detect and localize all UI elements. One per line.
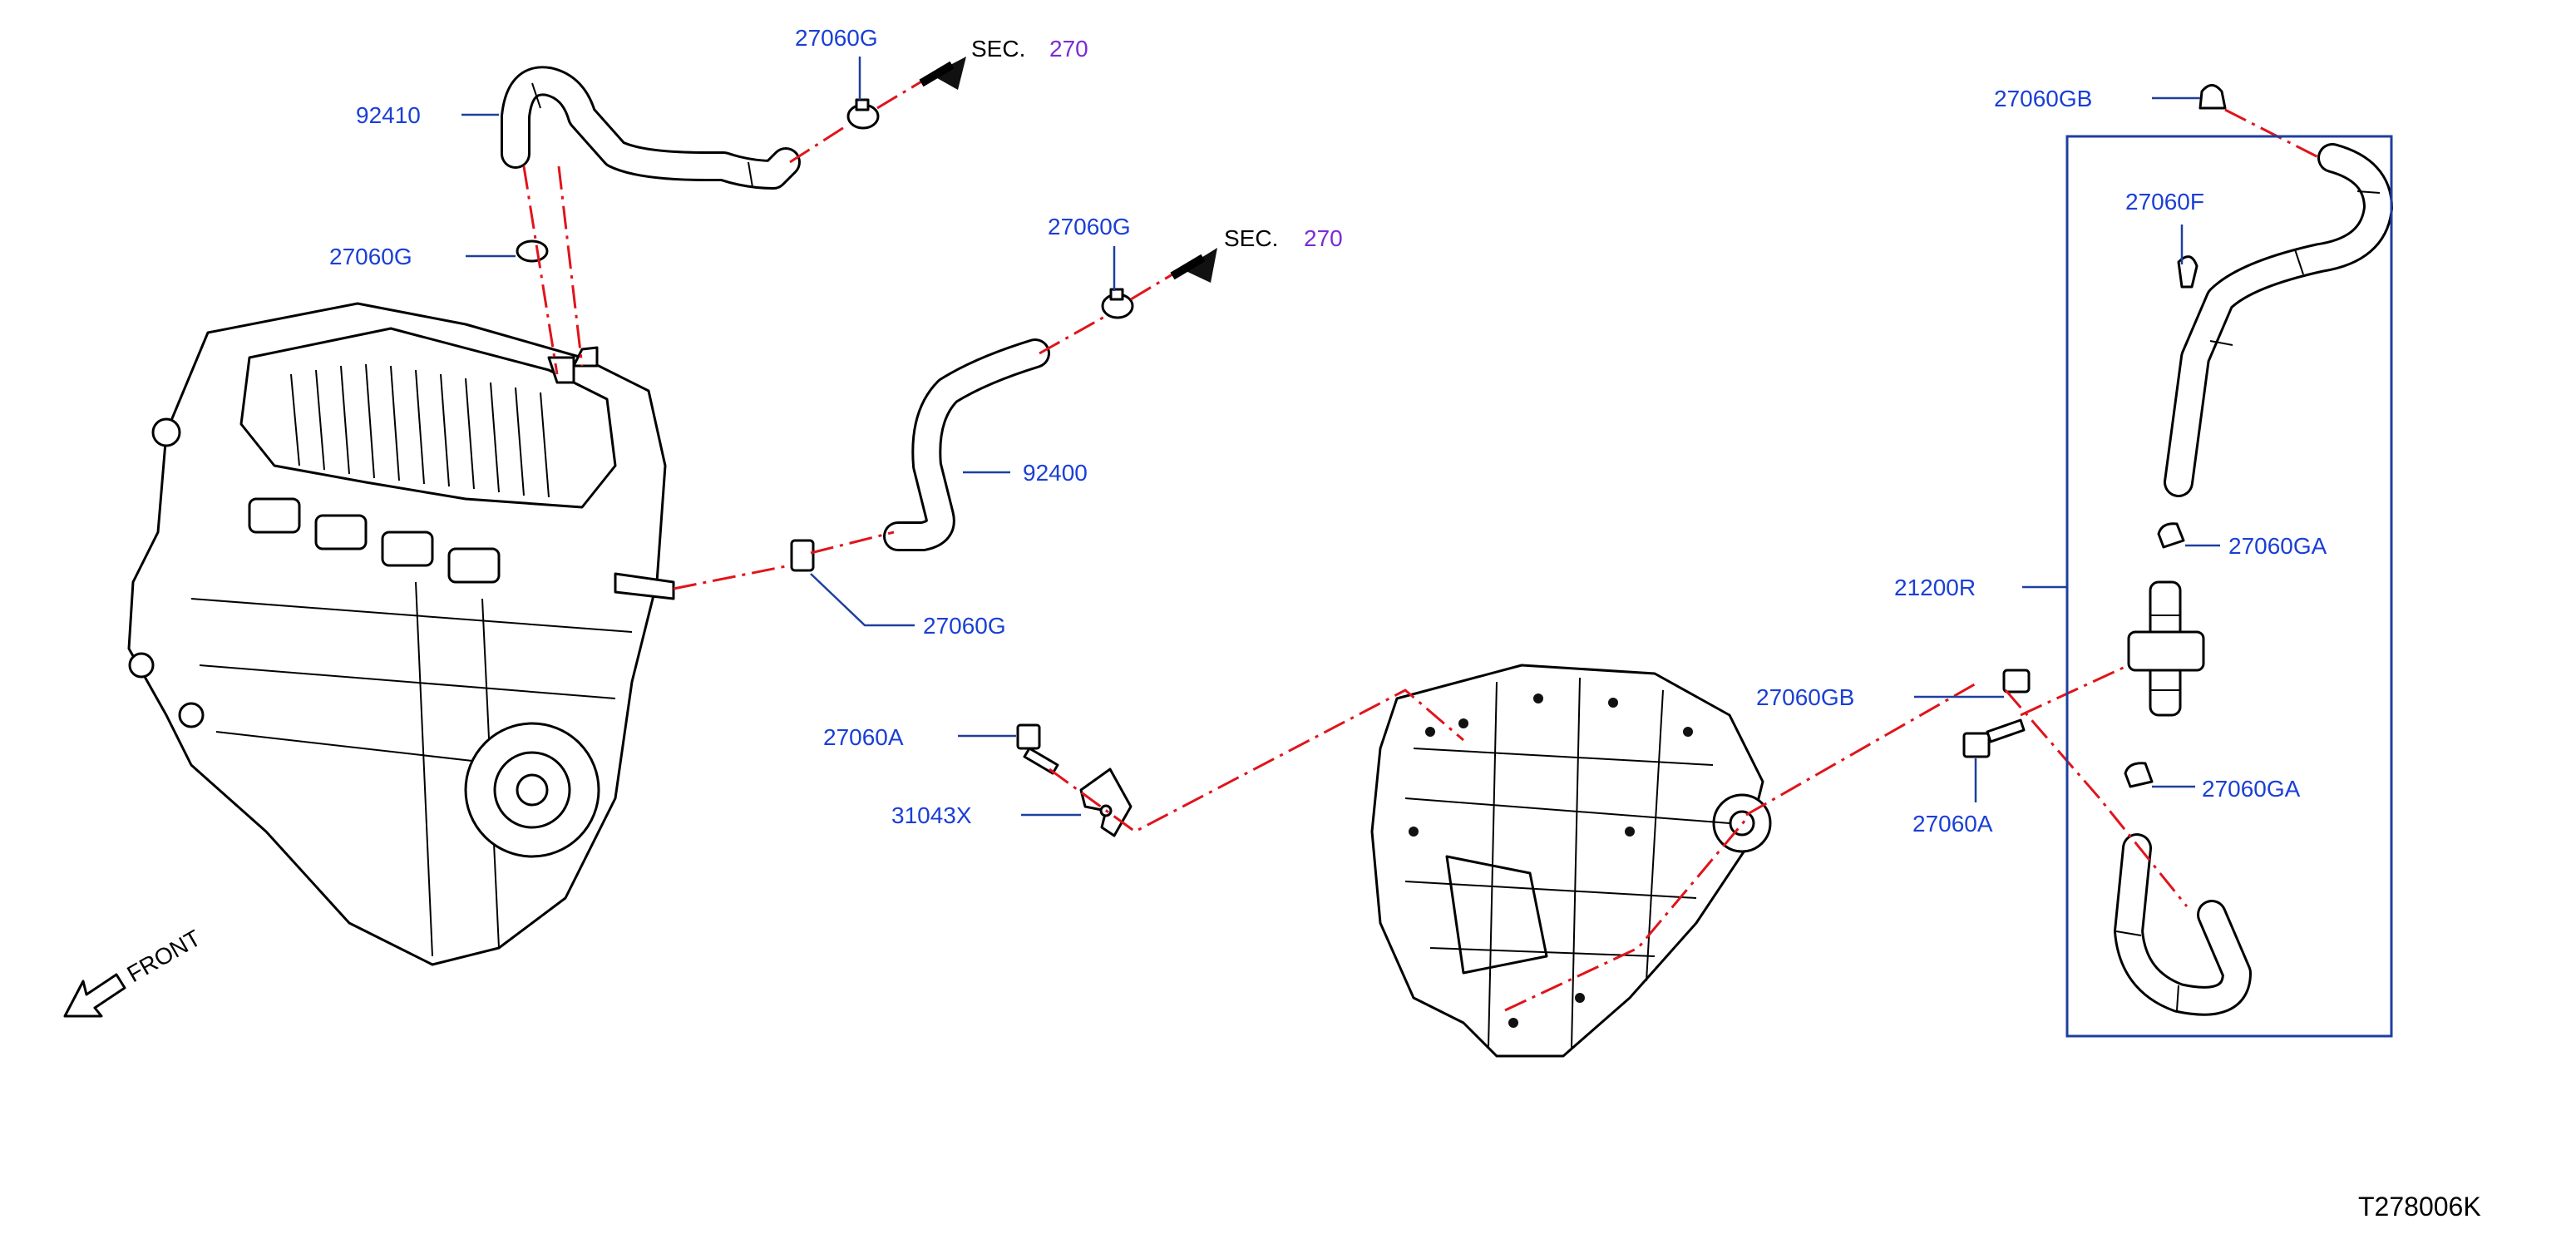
sec-label: SEC. <box>1224 225 1278 251</box>
hose-lower-right[interactable] <box>2114 833 2252 1016</box>
bolt[interactable] <box>1962 718 2026 758</box>
hose-clamp[interactable] <box>2157 522 2185 549</box>
callout-31043X[interactable]: 31043X <box>891 802 972 828</box>
callout-27060G-left[interactable]: 27060G <box>329 244 412 269</box>
callout-92400[interactable]: 92400 <box>1023 460 1088 486</box>
hose-clamp[interactable] <box>846 98 880 130</box>
hose-92400[interactable] <box>883 338 1050 551</box>
bracket[interactable] <box>1079 768 1133 837</box>
callout-21200R[interactable]: 21200R <box>1894 575 1976 600</box>
callout-92410[interactable]: 92410 <box>356 102 421 128</box>
drawing-reference: T278006K <box>2358 1192 2481 1222</box>
callout-27060G-low[interactable]: 27060G <box>923 613 1006 639</box>
bolt[interactable] <box>1016 723 1059 775</box>
callout-27060A-right[interactable]: 27060A <box>1912 811 1993 837</box>
arrow-icon <box>1170 248 1217 283</box>
connection-lines <box>522 69 2321 1012</box>
callout-27060F[interactable]: 27060F <box>2125 189 2204 215</box>
hose-upper-right[interactable] <box>2164 143 2393 497</box>
assembly-frame <box>2065 135 2393 1038</box>
callout-27060GB-top[interactable]: 27060GB <box>1994 86 2092 111</box>
sec-label: SEC. <box>971 36 1025 62</box>
hose-clamp[interactable] <box>516 239 549 263</box>
hose-clamp[interactable] <box>2124 762 2154 788</box>
callout-27060GA-lower[interactable]: 27060GA <box>2202 776 2301 802</box>
sec-number-link[interactable]: 270 <box>1049 36 1088 62</box>
engine-assembly[interactable] <box>127 302 675 966</box>
callout-27060G-top[interactable]: 27060G <box>795 25 878 51</box>
sec-number-link[interactable]: 270 <box>1304 225 1343 251</box>
hose-clamp[interactable] <box>2198 84 2227 110</box>
hose-92410[interactable] <box>501 66 801 190</box>
hose-clamp[interactable] <box>1101 288 1134 319</box>
oil-cooler-connector[interactable] <box>2127 580 2205 717</box>
callout-27060G-mid[interactable]: 27060G <box>1048 214 1131 239</box>
front-label: FRONT <box>123 925 205 987</box>
front-arrow-icon <box>63 973 126 1018</box>
callout-27060A-left[interactable]: 27060A <box>823 724 904 750</box>
hose-clamp[interactable] <box>790 539 815 572</box>
leader-lines <box>461 57 2220 817</box>
arrow-icon <box>919 57 966 90</box>
callout-27060GB-mid[interactable]: 27060GB <box>1756 684 1854 710</box>
callout-27060GA-upper[interactable]: 27060GA <box>2228 533 2327 559</box>
hose-clamp[interactable] <box>2002 669 2031 694</box>
